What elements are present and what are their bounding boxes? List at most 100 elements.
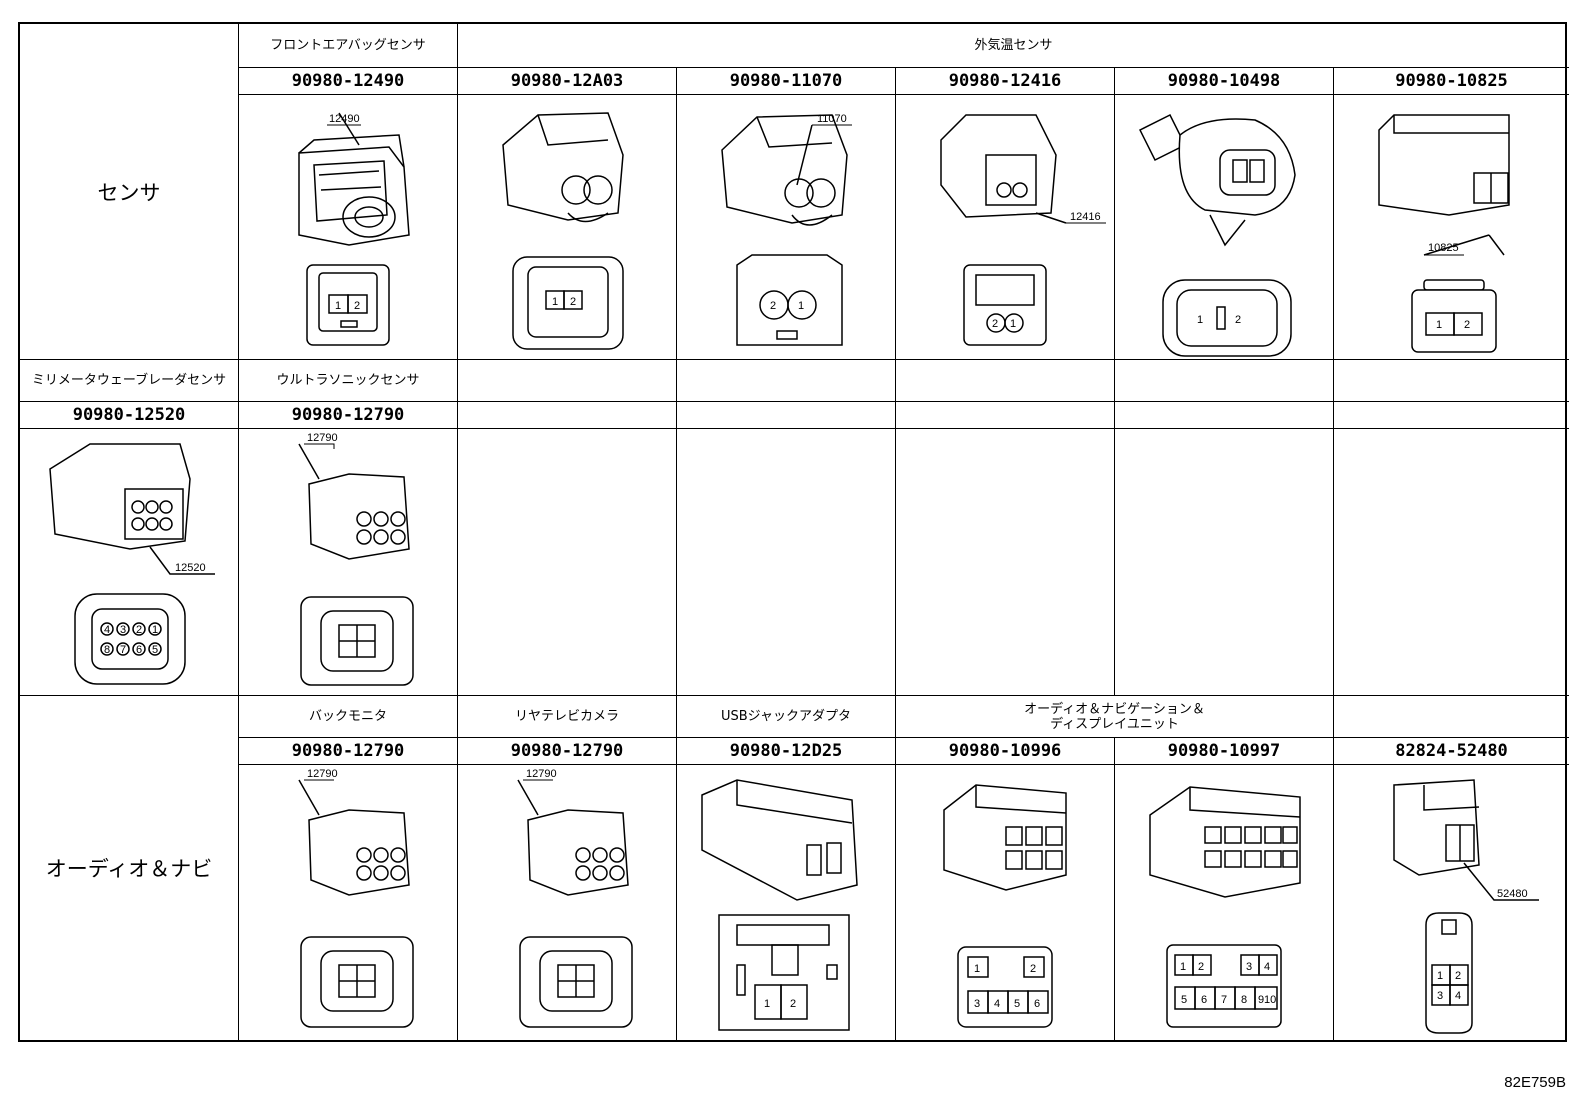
pin-label: 5 (1014, 998, 1020, 1010)
label-52480: 52480 (1497, 888, 1528, 900)
category-mmwave-radar-sensor: ミリメータウェーブレーダセンサ (31, 373, 227, 388)
grid-line (238, 94, 1569, 95)
grid-line (20, 695, 1569, 696)
pin-label: 2 (1464, 319, 1470, 331)
grid-line (238, 67, 1569, 68)
label-12490: 12490 (329, 113, 360, 125)
pin-label: 6 (1201, 994, 1207, 1006)
grid-line (238, 737, 1569, 738)
part-number: 90980-12790 (510, 741, 624, 761)
connector-12790-ultrasonic: 12790 (239, 429, 457, 695)
pin-label: 8 (104, 644, 110, 656)
category-line: オーディオ＆ナビゲーション＆ (1024, 701, 1205, 717)
category-back-monitor: バックモニタ (308, 709, 387, 724)
category-front-airbag-sensor: フロントエアバッグセンサ (270, 38, 426, 53)
pin-label: 1 (974, 963, 980, 975)
part-number: 90980-10498 (1167, 71, 1281, 91)
label-12790: 12790 (307, 768, 338, 780)
pin-label: 3 (1246, 961, 1252, 973)
group-label-sensor: センサ (97, 180, 161, 205)
part-number: 90980-10825 (1395, 71, 1508, 91)
part-number: 90980-12790 (291, 741, 405, 761)
label-11070: 11070 (817, 113, 847, 125)
pin-label: 2 (992, 318, 998, 330)
connector-12A03: 1 2 (458, 95, 676, 359)
pin-label: 1 (1197, 314, 1203, 326)
part-number: 90980-10997 (1167, 741, 1281, 761)
category-line: ディスプレイユニット (1050, 716, 1179, 732)
label-12520: 12520 (175, 562, 206, 574)
part-number: 90980-12416 (948, 71, 1062, 91)
label-12416: 12416 (1070, 211, 1101, 223)
pin-label: 2 (1455, 970, 1461, 982)
grid-line (238, 24, 239, 1040)
connector-11070: 11070 2 1 (677, 95, 895, 359)
connector-12490: 12490 1 2 (239, 95, 457, 359)
pin-label: 2 (136, 624, 142, 636)
pin-label: 10 (1264, 994, 1276, 1006)
part-number: 90980-12790 (291, 405, 405, 425)
grid-line (457, 24, 458, 1040)
pin-label: 7 (1221, 994, 1227, 1006)
grid-line (676, 68, 677, 1040)
pin-label: 1 (1437, 970, 1443, 982)
connector-10997: 1 2 3 4 5 6 7 8 9 10 (1115, 765, 1333, 1040)
category-ultrasonic-sensor: ウルトラソニックセンサ (276, 373, 420, 388)
pin-label: 2 (790, 998, 796, 1010)
label-12790: 12790 (526, 768, 557, 780)
pin-label: 1 (552, 296, 558, 308)
grid-line (20, 401, 1569, 402)
figure-reference-code: 82E759B (1504, 1074, 1566, 1091)
pin-label: 3 (1437, 990, 1443, 1002)
pin-label: 2 (570, 296, 576, 308)
pin-label: 2 (1198, 961, 1204, 973)
pin-label: 4 (994, 998, 1000, 1010)
pin-label: 4 (1455, 990, 1461, 1002)
pin-label: 6 (1034, 998, 1040, 1010)
part-number: 90980-12A03 (510, 71, 624, 91)
part-number: 90980-12490 (291, 71, 405, 91)
pin-label: 8 (1241, 994, 1247, 1006)
category-audio-nav-display-unit: オーディオ＆ナビゲーション＆ ディスプレイユニット (896, 696, 1333, 737)
connector-12790-back-monitor: 12790 (239, 765, 457, 1040)
pin-label: 3 (120, 624, 126, 636)
grid-line (20, 359, 1569, 360)
pin-label: 9 (1258, 994, 1264, 1006)
pin-label: 1 (335, 300, 341, 312)
connector-12416: 12416 2 1 (896, 95, 1114, 359)
grid-line (1333, 68, 1334, 1040)
pin-label: 1 (1180, 961, 1186, 973)
pin-label: 5 (152, 644, 158, 656)
pin-label: 4 (104, 624, 110, 636)
label-10825: 10825 (1428, 242, 1459, 254)
connector-52480: 52480 1 2 3 4 (1334, 765, 1569, 1040)
grid-line (1114, 738, 1115, 1040)
pin-label: 2 (354, 300, 360, 312)
pin-label: 3 (974, 998, 980, 1010)
pin-label: 1 (152, 624, 158, 636)
pin-label: 1 (1010, 318, 1016, 330)
connector-10996: 1 2 3 4 5 6 (896, 765, 1114, 1040)
group-label-audio: オーディオ＆ナビ (45, 857, 213, 881)
pin-label: 1 (798, 300, 804, 312)
part-number: 90980-11070 (729, 71, 843, 91)
pin-label: 2 (770, 300, 776, 312)
grid-line (20, 428, 1569, 429)
connector-table: センサ オーディオ＆ナビ フロントエアバッグセンサ 外気温センサ 90980-1… (18, 22, 1569, 1042)
connector-10825: 10825 1 2 (1334, 95, 1569, 359)
pin-label: 2 (1030, 963, 1036, 975)
part-number: 82824-52480 (1395, 741, 1508, 761)
connector-12520: 12520 4 3 2 1 8 7 6 5 (20, 429, 238, 695)
connector-10498: 1 2 (1115, 95, 1333, 359)
category-usb-jack-adapter: USBジャックアダプタ (720, 709, 852, 724)
category-outside-temp-sensor: 外気温センサ (974, 38, 1053, 53)
pin-label: 6 (136, 644, 142, 656)
category-rear-tv-camera: リヤテレビカメラ (514, 709, 619, 724)
part-number: 90980-12D25 (729, 741, 843, 761)
pin-label: 1 (1436, 319, 1442, 331)
connector-12790-rear-camera: 12790 (458, 765, 676, 1040)
pin-label: 5 (1181, 994, 1187, 1006)
pin-label: 2 (1235, 314, 1241, 326)
grid-line (1114, 68, 1115, 696)
connector-12D25: 1 2 (677, 765, 895, 1040)
